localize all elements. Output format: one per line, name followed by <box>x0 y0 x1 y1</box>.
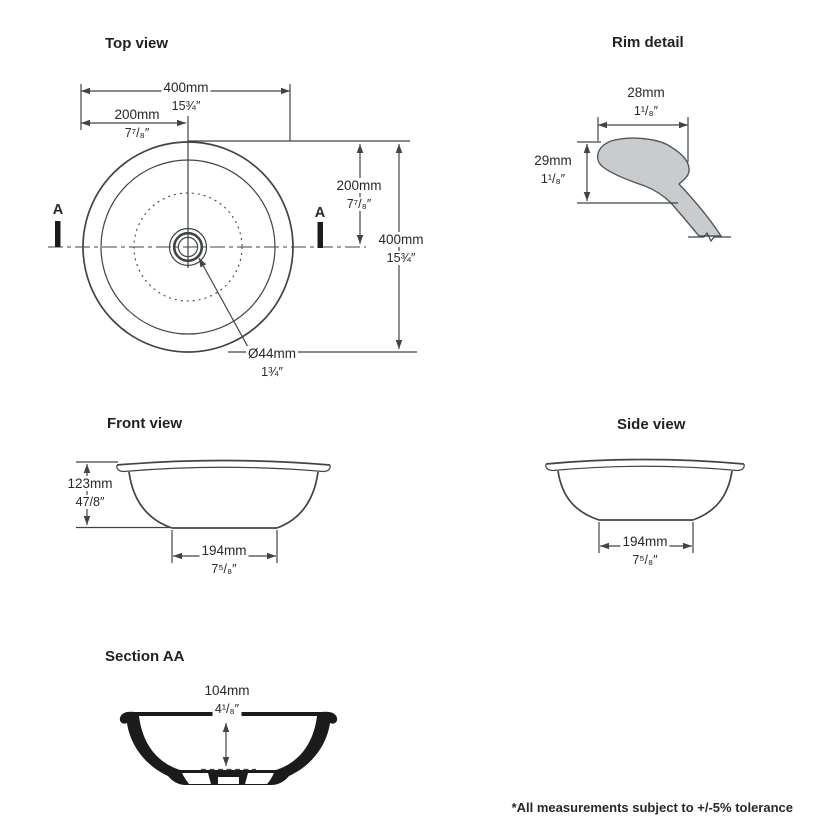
dim-inch-value: 15¾″ <box>384 250 418 265</box>
bowl-wall-right <box>276 471 319 529</box>
section-aa-title: Section AA <box>105 648 185 665</box>
section-cut-bar-left <box>55 221 61 247</box>
dim-inch-value: 1¹/₈″ <box>538 171 568 186</box>
section-aa-drawing <box>119 711 338 785</box>
rim-top-edge <box>116 459 331 466</box>
dim-rim-height: 29mm 1¹/₈″ <box>532 152 574 188</box>
dim-side-base: 194mm 7⁵/₈″ <box>620 533 670 569</box>
dim-inch-value: 7⁵/₈″ <box>209 561 239 576</box>
dim-front-height: 123mm 47/8″ <box>65 475 115 511</box>
dim-mm-value: 194mm <box>620 534 670 550</box>
top-view-drawing <box>48 84 417 353</box>
dim-rim-width: 28mm 1¹/₈″ <box>625 84 667 120</box>
dim-mm-value: 28mm <box>625 85 667 101</box>
dim-top-half-width: 200mm 7⁷/₈″ <box>112 106 162 142</box>
section-cut-silhouette <box>119 711 338 785</box>
section-cut-bar-right <box>317 222 323 248</box>
rim-end-cap <box>736 463 745 472</box>
dim-mm-value: 200mm <box>334 178 384 194</box>
dim-top-height: 400mm 15¾″ <box>376 231 426 267</box>
dim-mm-value: 200mm <box>112 107 162 123</box>
dim-top-width: 400mm 15¾″ <box>161 79 211 115</box>
break-line <box>688 231 731 243</box>
rim-end-cap <box>322 464 331 473</box>
rim-detail-title: Rim detail <box>612 34 684 51</box>
dim-inch-value: 1¾″ <box>259 364 285 379</box>
dim-inch-value: 1¹/₈″ <box>631 103 661 118</box>
dim-mm-value: Ø44mm <box>245 346 299 362</box>
dim-section-depth: 104mm 4¹/₈″ <box>202 682 252 718</box>
dim-inch-value: 7⁷/₈″ <box>344 196 374 211</box>
dim-inch-value: 7⁷/₈″ <box>122 125 152 140</box>
dim-inch-value: 47/8″ <box>73 494 107 509</box>
rim-end-cap <box>545 463 554 472</box>
dim-mm-value: 29mm <box>532 153 574 169</box>
dim-front-base: 194mm 7⁵/₈″ <box>199 542 249 578</box>
rim-detail-drawing <box>577 117 731 243</box>
dim-mm-value: 400mm <box>161 80 211 96</box>
front-view-drawing <box>76 459 331 563</box>
bowl-wall-right <box>692 470 733 521</box>
section-marker-a-right: A <box>314 205 326 221</box>
dim-inch-value: 7⁵/₈″ <box>630 552 660 567</box>
dim-top-half-height: 200mm 7⁷/₈″ <box>334 177 384 213</box>
rim-top-edge <box>545 458 745 465</box>
dim-mm-value: 104mm <box>202 683 252 699</box>
dim-mm-value: 123mm <box>65 476 115 492</box>
rim-profile-shape <box>596 137 723 237</box>
tolerance-footnote: *All measurements subject to +/-5% toler… <box>511 800 793 815</box>
rim-lower-edge <box>552 465 738 472</box>
bowl-wall-left <box>557 470 600 521</box>
side-view-title: Side view <box>617 416 686 433</box>
bowl-wall-left <box>128 471 173 529</box>
dim-mm-value: 400mm <box>376 232 426 248</box>
dim-drain-diameter: Ø44mm 1¾″ <box>245 345 299 381</box>
dim-inch-value: 4¹/₈″ <box>212 701 242 716</box>
front-view-title: Front view <box>107 415 183 432</box>
side-view-drawing <box>545 458 745 553</box>
drain-leader-line <box>198 257 249 348</box>
dim-mm-value: 194mm <box>199 543 249 559</box>
top-view-title: Top view <box>105 35 169 52</box>
rim-end-cap <box>116 464 125 473</box>
section-marker-a-left: A <box>52 202 64 218</box>
dim-inch-value: 15¾″ <box>169 98 203 113</box>
rim-lower-edge <box>123 466 324 473</box>
